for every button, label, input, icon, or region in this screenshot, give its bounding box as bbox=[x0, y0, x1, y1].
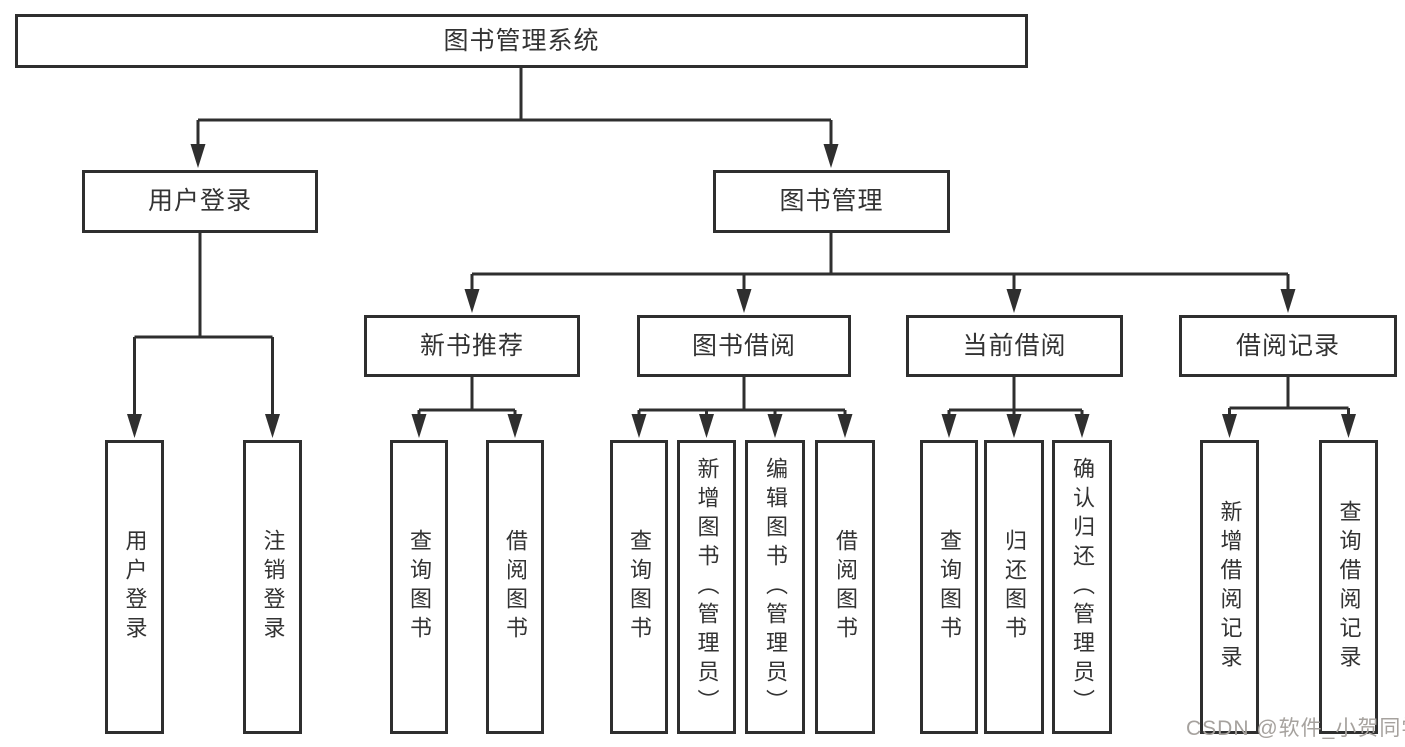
node-book-borrow: 图书借阅 bbox=[637, 315, 851, 377]
leaf-return-books: 归还图书 bbox=[984, 440, 1044, 734]
arrowhead bbox=[127, 414, 142, 438]
arrowhead bbox=[411, 414, 427, 438]
leaf-query-books-borrow: 查询图书 bbox=[610, 440, 668, 734]
arrowhead bbox=[767, 414, 783, 438]
arrowhead bbox=[507, 414, 523, 438]
node-user-login: 用户登录 bbox=[82, 170, 318, 233]
arrowhead bbox=[1006, 289, 1022, 313]
leaf-edit-book-admin: 编辑图书（管理员） bbox=[745, 440, 805, 734]
connector-borrow-record-branch bbox=[1228, 377, 1350, 420]
arrowhead bbox=[1074, 414, 1090, 438]
leaf-borrow-books-recommend: 借阅图书 bbox=[486, 440, 544, 734]
arrowhead bbox=[1006, 414, 1022, 438]
leaf-confirm-return-admin: 确认归还（管理员） bbox=[1052, 440, 1112, 734]
arrowhead bbox=[736, 289, 752, 313]
arrowhead bbox=[464, 289, 480, 313]
node-book-management: 图书管理 bbox=[713, 170, 950, 233]
arrowhead bbox=[837, 414, 853, 438]
arrowhead bbox=[1341, 414, 1356, 438]
arrowhead bbox=[1280, 289, 1296, 313]
watermark-text: CSDN @软件_小贺同学 bbox=[1186, 717, 1405, 740]
leaf-borrow-books: 借阅图书 bbox=[815, 440, 875, 734]
arrowhead bbox=[699, 414, 714, 438]
connector-book-borrow-branch bbox=[637, 377, 847, 420]
leaf-add-book-admin: 新增图书（管理员） bbox=[677, 440, 736, 734]
leaf-user-login: 用户登录 bbox=[105, 440, 164, 734]
arrowhead bbox=[1222, 414, 1237, 438]
arrowhead bbox=[265, 414, 280, 438]
connector-root-to-level2 bbox=[196, 68, 833, 148]
leaf-query-books-current: 查询图书 bbox=[920, 440, 978, 734]
leaf-query-books-recommend: 查询图书 bbox=[390, 440, 448, 734]
connector-user-login-branch bbox=[133, 233, 274, 420]
leaf-add-borrow-record: 新增借阅记录 bbox=[1200, 440, 1259, 734]
arrowhead bbox=[631, 414, 647, 438]
node-root-system: 图书管理系统 bbox=[15, 14, 1028, 68]
arrowhead bbox=[823, 144, 839, 168]
leaf-query-borrow-record: 查询借阅记录 bbox=[1319, 440, 1378, 734]
node-borrow-records: 借阅记录 bbox=[1179, 315, 1397, 377]
connector-book-management-branch bbox=[470, 233, 1290, 292]
leaf-logout: 注销登录 bbox=[243, 440, 302, 734]
arrowhead bbox=[190, 144, 206, 168]
connector-current-borrow-branch bbox=[947, 377, 1084, 420]
node-new-book-recommend: 新书推荐 bbox=[364, 315, 580, 377]
arrowhead bbox=[941, 414, 957, 438]
node-current-borrow: 当前借阅 bbox=[906, 315, 1123, 377]
connector-new-book-branch bbox=[417, 377, 517, 420]
